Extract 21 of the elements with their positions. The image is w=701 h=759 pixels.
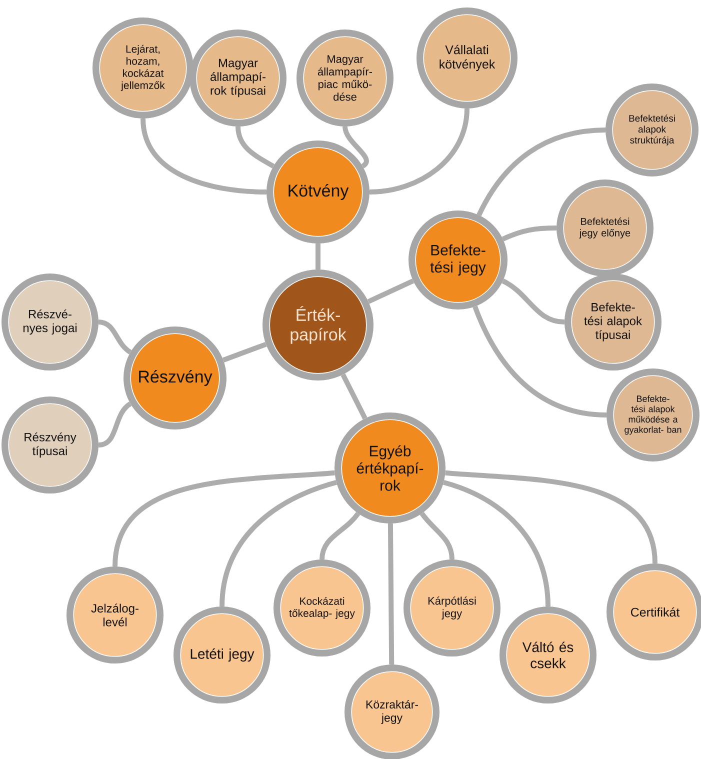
connector-line xyxy=(476,128,606,216)
connector-line xyxy=(220,480,338,607)
connector-line xyxy=(140,118,267,194)
connector-line xyxy=(388,523,394,665)
connector-line xyxy=(222,342,267,362)
connector-line xyxy=(340,373,368,420)
connector-line xyxy=(342,126,369,168)
connector-line xyxy=(502,226,557,242)
connector-line xyxy=(316,244,320,270)
connector-line xyxy=(236,126,275,168)
connector-line xyxy=(320,512,360,560)
connector-line xyxy=(502,278,565,324)
connector-line xyxy=(367,278,414,304)
connector-line xyxy=(98,402,132,448)
connector-line xyxy=(420,512,454,560)
connector-line xyxy=(112,470,335,567)
connector-line xyxy=(445,470,658,564)
connector-line xyxy=(442,480,550,607)
connector-line xyxy=(472,306,607,418)
connector-line xyxy=(369,108,470,194)
connector-line xyxy=(98,320,132,354)
